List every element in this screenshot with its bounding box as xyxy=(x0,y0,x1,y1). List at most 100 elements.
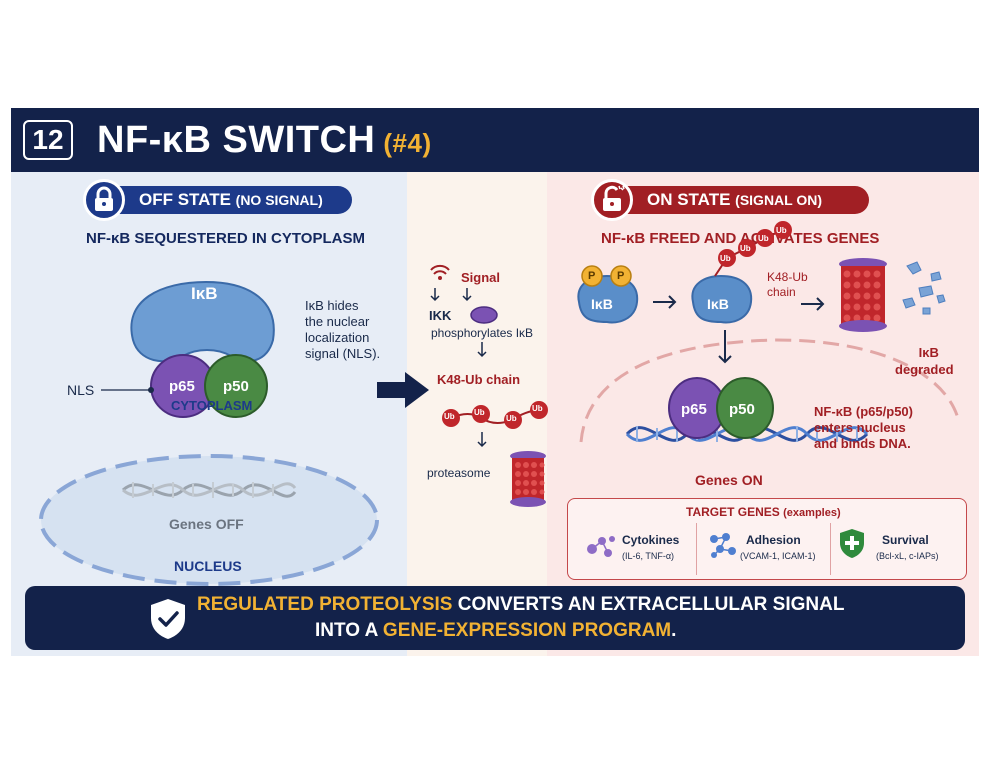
p50-subunit-on xyxy=(716,377,774,439)
header-bar: 12 NF-κB SWITCH(#4) xyxy=(11,108,979,172)
adhesion-icon xyxy=(710,533,736,558)
ub-chain-on xyxy=(714,221,792,277)
degraded-line: degraded xyxy=(895,362,954,377)
footer-line-1: REGULATED PROTEOLYSIS CONVERTS AN EXTRAC… xyxy=(197,594,844,616)
phospho-label: P xyxy=(588,270,596,282)
slide-number: 12 xyxy=(23,120,73,160)
shield-plus-icon xyxy=(840,529,864,558)
enters-line: NF-κB (p65/p50) xyxy=(814,404,913,419)
genes-off-label: Genes OFF xyxy=(169,516,244,532)
target-name: Adhesion xyxy=(746,533,801,547)
k48-chain-line: chain xyxy=(767,285,796,299)
lock-open-icon xyxy=(591,179,633,221)
k48-chain-label: K48-Ub chain xyxy=(437,372,521,387)
right-arrow xyxy=(653,295,677,309)
ub-chain xyxy=(442,401,548,429)
footer-banner: REGULATED PROTEOLYSIS CONVERTS AN EXTRAC… xyxy=(25,586,965,650)
down-arrow xyxy=(718,330,732,364)
ikb-note-line: localization xyxy=(305,330,370,345)
target-adhesion: Adhesion (VCAM-1, ICAM-1) xyxy=(696,525,830,575)
on-state-diagram xyxy=(577,221,961,443)
enters-line: and binds DNA. xyxy=(814,436,911,451)
off-pill-main: OFF STATE xyxy=(139,190,231,209)
footer-text: CONVERTS AN EXTRACELLULAR SIGNAL xyxy=(452,594,845,615)
page-title: NF-κB SWITCH(#4) xyxy=(97,118,432,165)
degraded-line: IκB xyxy=(918,345,939,360)
phospho-group xyxy=(581,265,603,287)
ub-label: Ub xyxy=(444,412,455,421)
ikb-label: IκB xyxy=(191,284,218,303)
target-survival: Survival (Bcl-xL, c-IAPs) xyxy=(830,525,966,575)
divider xyxy=(696,523,697,575)
on-subtitle: NF-κB FREED AND ACTIVATES GENES xyxy=(601,230,880,247)
proteasome-label: proteasome xyxy=(427,466,491,480)
target-title-sub: (examples) xyxy=(783,507,841,519)
p50-label: p50 xyxy=(223,378,249,395)
mechanism-diagram xyxy=(430,264,548,507)
shield-check-icon xyxy=(151,599,185,639)
signal-icon xyxy=(430,264,450,280)
target-name: Survival xyxy=(882,533,929,547)
title-tag: (#4) xyxy=(383,128,432,158)
on-pill-main: ON STATE xyxy=(647,190,731,209)
ikb-note-line: signal (NLS). xyxy=(305,346,381,361)
dna-helix-off xyxy=(121,482,297,498)
k48-chain-on-label: K48-Ub chain xyxy=(767,270,808,300)
ikb-note: IκB hides the nuclear localization signa… xyxy=(305,298,380,362)
ikb-fragments xyxy=(902,261,946,315)
phosphorylates-label: phosphorylates IκB xyxy=(431,326,534,340)
off-state-diagram xyxy=(39,280,379,586)
ub-label: Ub xyxy=(506,414,517,423)
proteasome-icon xyxy=(510,451,546,507)
proteasome-on-icon xyxy=(839,258,887,332)
title-text: NF-κB SWITCH xyxy=(97,119,376,161)
off-pill-sub: (NO SIGNAL) xyxy=(235,192,323,208)
ub-label: Ub xyxy=(532,404,543,413)
p65-label: p65 xyxy=(169,378,195,395)
infographic-card: 12 NF-κB SWITCH(#4) OFF STATE (NO SIGNAL… xyxy=(11,108,979,656)
genes-on-label: Genes ON xyxy=(695,472,763,488)
ikb-degraded-label: IκB degraded xyxy=(895,344,954,378)
target-genes-box: TARGET GENES (examples) Cytokines (IL-6,… xyxy=(567,498,967,580)
divider xyxy=(830,523,831,575)
lock-closed-icon xyxy=(83,179,125,221)
ub-label: Ub xyxy=(758,234,769,243)
ikb-note-line: IκB hides xyxy=(305,298,359,313)
ub-label: Ub xyxy=(776,226,787,235)
ikk-enzyme xyxy=(470,306,498,324)
signal-label: Signal xyxy=(461,270,501,285)
nls-label: NLS xyxy=(67,382,95,398)
p50-subunit xyxy=(204,354,268,418)
k48-chain-line: K48-Ub xyxy=(767,270,808,284)
on-pill-sub: (SIGNAL ON) xyxy=(735,192,823,208)
target-name: Cytokines xyxy=(622,533,680,547)
footer-text: INTO A xyxy=(315,620,383,641)
down-arrow xyxy=(477,432,487,448)
target-examples: (VCAM-1, ICAM-1) xyxy=(740,551,816,561)
ub-label: Ub xyxy=(474,408,485,417)
target-title-main: TARGET GENES xyxy=(686,505,780,519)
down-arrow xyxy=(462,288,472,302)
ub-label: Ub xyxy=(720,254,731,263)
off-subtitle: NF-κB SEQUESTERED IN CYTOPLASM xyxy=(86,230,365,247)
ikb-ub-label: IκB xyxy=(707,296,729,312)
phospho-group xyxy=(610,265,632,287)
ikb-note-line: the nuclear xyxy=(305,314,370,329)
nls-dot xyxy=(148,387,154,393)
footer-text: . xyxy=(671,620,677,641)
off-state-pill: OFF STATE (NO SIGNAL) xyxy=(89,186,352,214)
right-arrow xyxy=(801,297,825,311)
cytoplasm-label: CYTOPLASM xyxy=(171,398,253,413)
target-genes-title: TARGET GENES (examples) xyxy=(686,505,841,519)
phospho-label: P xyxy=(617,270,625,282)
transition-arrow xyxy=(377,372,429,408)
enters-line: enters nucleus xyxy=(814,420,906,435)
p65-on-label: p65 xyxy=(681,401,707,418)
target-examples: (Bcl-xL, c-IAPs) xyxy=(876,551,939,561)
footer-highlight: REGULATED PROTEOLYSIS xyxy=(197,594,453,615)
p50-on-label: p50 xyxy=(729,401,755,418)
footer-highlight: GENE-EXPRESSION PROGRAM xyxy=(382,620,672,641)
target-examples: (IL-6, TNF-α) xyxy=(622,551,675,561)
nucleus-membrane-on xyxy=(579,338,961,443)
footer-line-2: INTO A GENE-EXPRESSION PROGRAM. xyxy=(315,620,676,642)
